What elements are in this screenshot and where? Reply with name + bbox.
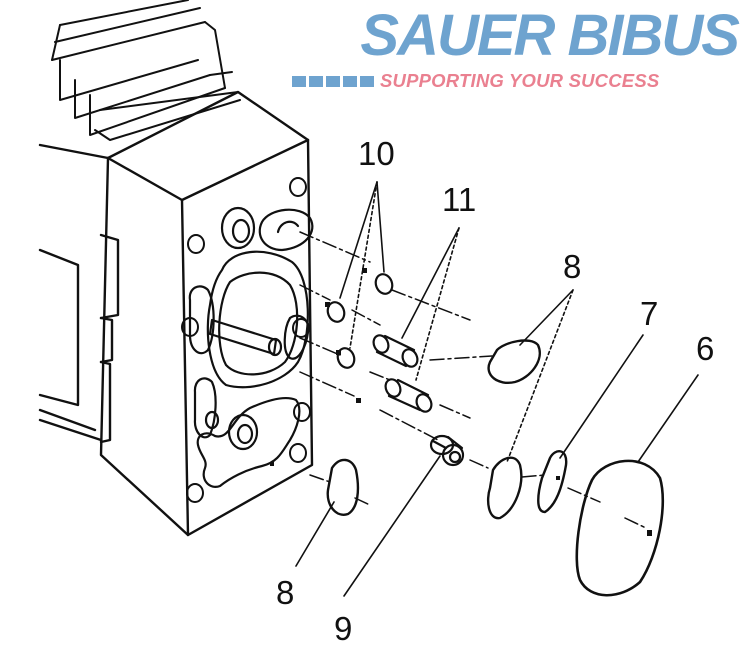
callout-numbers: 10 11 8 7 6 8 9 bbox=[276, 135, 714, 647]
cover-plate-part-6 bbox=[575, 459, 665, 597]
brand-tagline: SUPPORTING YOUR SUCCESS bbox=[380, 70, 660, 91]
cooling-fins bbox=[51, 0, 241, 141]
brand-logo: SAUER BIBUS SUPPORTING YOUR SUCCESS bbox=[292, 6, 744, 96]
brand-tag-row: SUPPORTING YOUR SUCCESS bbox=[292, 70, 659, 92]
brand-squares-icon bbox=[292, 75, 374, 87]
callout-11: 11 bbox=[442, 181, 476, 218]
callout-8-top: 8 bbox=[563, 248, 581, 285]
callout-8-bottom: 8 bbox=[276, 574, 294, 611]
port-cavities bbox=[188, 206, 367, 488]
callout-7: 7 bbox=[640, 295, 658, 332]
leader-lines bbox=[295, 181, 699, 597]
brand-name: SAUER BIBUS bbox=[360, 3, 740, 68]
centerlines bbox=[299, 231, 647, 529]
plug-part-9 bbox=[429, 434, 465, 467]
callout-10: 10 bbox=[358, 135, 395, 172]
callout-9: 9 bbox=[334, 610, 352, 647]
gasket-part-7 bbox=[537, 450, 568, 514]
callout-6: 6 bbox=[696, 330, 714, 367]
valve-body bbox=[38, 0, 367, 537]
o-rings-part-10 bbox=[325, 273, 394, 369]
seals-part-8 bbox=[326, 339, 541, 520]
pins-part-11 bbox=[372, 334, 433, 413]
